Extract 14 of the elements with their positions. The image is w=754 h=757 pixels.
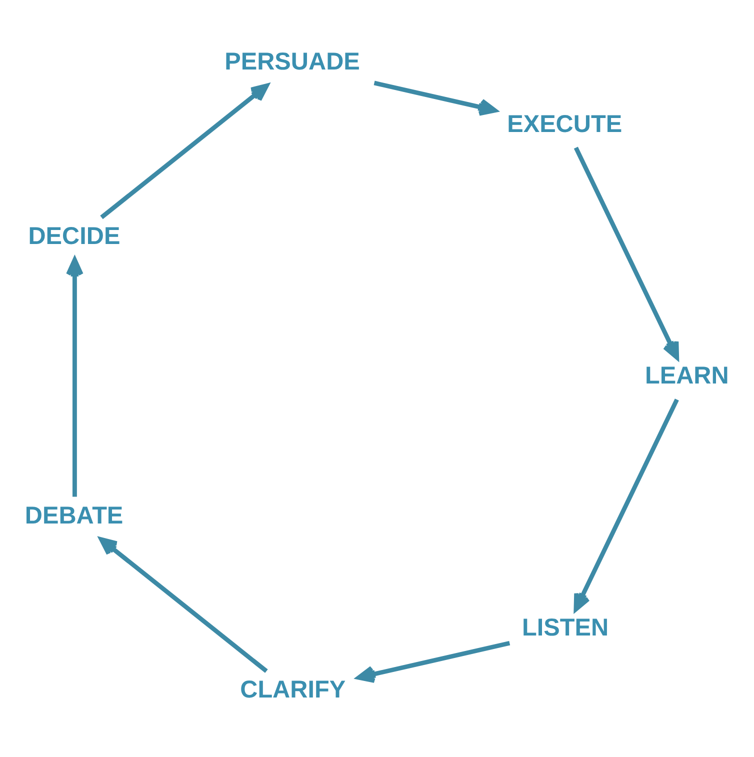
arrow: [574, 398, 679, 612]
arrow: [374, 80, 497, 116]
node-text: PERSUADE: [224, 48, 360, 76]
node-text: LEARN: [644, 362, 729, 390]
arrow: [356, 641, 510, 683]
node-text: EXECUTE: [507, 110, 622, 138]
arrow: [99, 537, 268, 673]
arrow: [574, 146, 680, 360]
arrow: [100, 84, 269, 220]
arrow: [66, 258, 84, 497]
node-text: DEBATE: [24, 502, 124, 530]
node-text: LISTEN: [522, 614, 609, 642]
node-text: DECIDE: [28, 222, 120, 250]
node-text: CLARIFY: [240, 676, 346, 704]
